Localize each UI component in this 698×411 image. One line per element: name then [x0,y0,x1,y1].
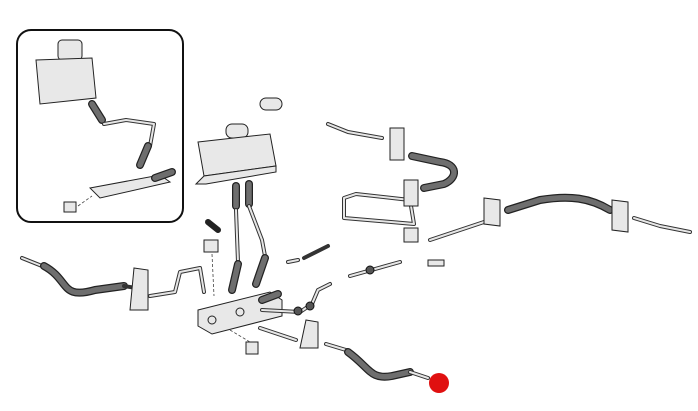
top-rear-hose [326,122,458,207]
main-reservoir [194,97,283,185]
reservoir-hoses [228,180,269,294]
pressure-switch [245,341,259,355]
t-piece [403,227,419,243]
bracket [483,197,501,227]
bracket [389,127,405,161]
rear-lines [258,192,486,349]
reservoir-cap [225,123,249,139]
reservoir [35,57,97,105]
front-right-hose [324,342,430,381]
front-left-hose [20,256,206,311]
master-cylinder [197,219,283,355]
bracket [403,179,419,207]
right-rear-hose [483,193,692,234]
reservoir-cap [57,39,83,61]
hotspot-marker[interactable] [429,373,449,393]
switch-inset [63,201,77,213]
inset-detail [16,29,184,223]
bracket [129,267,149,311]
bolt [427,259,445,267]
reservoir-cap-spare [259,97,283,111]
grommet [203,239,219,253]
bracket [299,319,319,349]
bracket [611,199,629,233]
master-cylinder-inset [88,174,172,199]
